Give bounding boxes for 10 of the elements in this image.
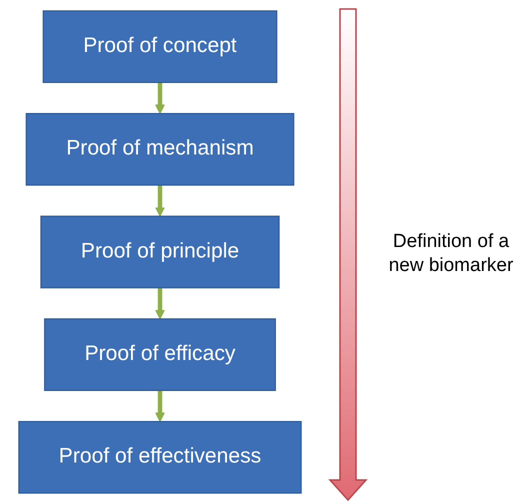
arrow	[155, 288, 165, 320]
node-box: Proof of principle	[40, 216, 280, 288]
node-box: Proof of concept	[42, 10, 278, 84]
arrow	[155, 82, 165, 114]
side-label: Definition of a new biomarker	[388, 230, 514, 278]
node-box: Proof of mechanism	[26, 113, 294, 186]
arrow	[155, 185, 165, 217]
node-box: Proof of effectiveness	[18, 420, 302, 494]
node-box: Proof of efficacy	[44, 318, 276, 391]
arrow	[155, 390, 165, 422]
